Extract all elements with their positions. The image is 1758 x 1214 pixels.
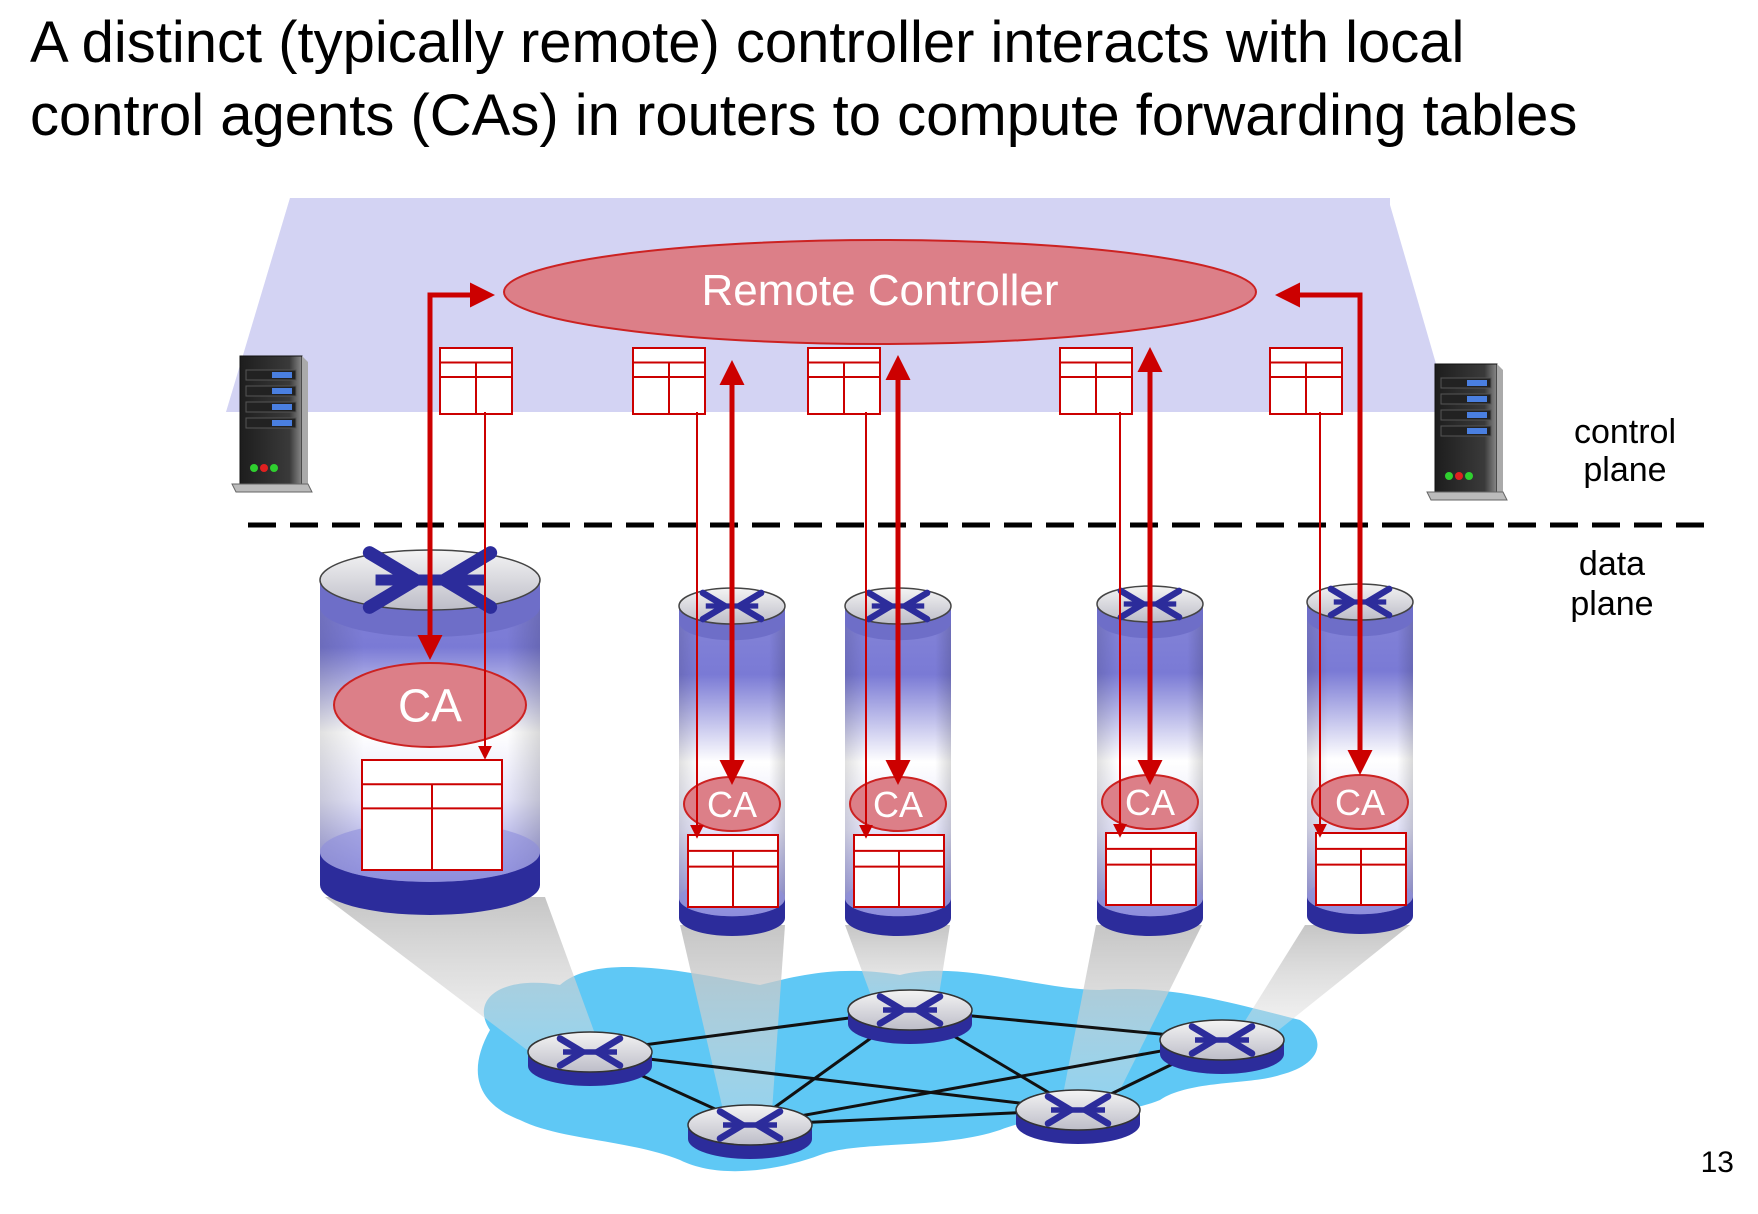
forwarding-table-icon bbox=[687, 834, 779, 908]
control-agent: CA bbox=[683, 776, 781, 832]
network-router-icon bbox=[847, 989, 973, 1044]
forwarding-table-icon bbox=[1105, 832, 1197, 906]
controller-arrow-right bbox=[1275, 282, 1373, 775]
control-agent-label: CA bbox=[707, 784, 757, 825]
control-agent: CA bbox=[333, 662, 527, 748]
forwarding-table-icon bbox=[1059, 347, 1133, 415]
router-cross-icon bbox=[876, 993, 944, 1027]
forwarding-table-icon bbox=[853, 834, 945, 908]
router-3: CA bbox=[844, 587, 952, 936]
control-plane-label-1: control bbox=[1574, 413, 1676, 451]
control-agent: CA bbox=[849, 776, 947, 832]
remote-controller-label: Remote Controller bbox=[701, 266, 1058, 315]
control-agent: CA bbox=[1101, 774, 1199, 830]
slide-title: A distinct (typically remote) controller… bbox=[30, 6, 1750, 152]
router-cross-icon bbox=[1044, 1093, 1112, 1127]
control-plane-label-2: plane bbox=[1583, 451, 1666, 489]
server-icon bbox=[1426, 363, 1508, 501]
slide-title-line-2: control agents (CAs) in routers to compu… bbox=[30, 83, 1578, 148]
control-agent-label: CA bbox=[1335, 782, 1385, 823]
forwarding-table-icon bbox=[1315, 832, 1407, 906]
network-nodes bbox=[527, 989, 1285, 1159]
servers bbox=[231, 355, 1508, 501]
network-router-icon bbox=[1015, 1089, 1141, 1144]
forwarding-table-icon bbox=[632, 347, 706, 415]
forwarding-table-icon bbox=[807, 347, 881, 415]
network-router-icon bbox=[1159, 1019, 1285, 1074]
forwarding-table-icon bbox=[1269, 347, 1343, 415]
forwarding-table-icon bbox=[361, 759, 503, 871]
control-agent-label: CA bbox=[1125, 782, 1175, 823]
forwarding-table-icon bbox=[439, 347, 513, 415]
control-arrows bbox=[417, 282, 1373, 839]
network-router-icon bbox=[687, 1104, 813, 1159]
router-cross-icon bbox=[1188, 1023, 1256, 1057]
router-cross-icon bbox=[716, 1108, 784, 1142]
server-icon bbox=[231, 355, 313, 493]
data-plane-label-2: plane bbox=[1570, 585, 1653, 623]
control-agent: CA bbox=[1311, 774, 1409, 830]
data-plane-label-1: data bbox=[1579, 545, 1645, 583]
controller-arrow-left bbox=[417, 282, 495, 660]
page-number: 13 bbox=[1700, 1146, 1734, 1179]
remote-controller: Remote Controller bbox=[503, 239, 1257, 345]
plane-labels: control plane data plane bbox=[1570, 413, 1676, 623]
router-cross-icon bbox=[556, 1035, 624, 1069]
control-agent-label: CA bbox=[873, 784, 923, 825]
slide-title-line-1: A distinct (typically remote) controller… bbox=[30, 10, 1465, 75]
network-router-icon bbox=[527, 1031, 653, 1086]
control-agent-label: CA bbox=[398, 680, 462, 732]
